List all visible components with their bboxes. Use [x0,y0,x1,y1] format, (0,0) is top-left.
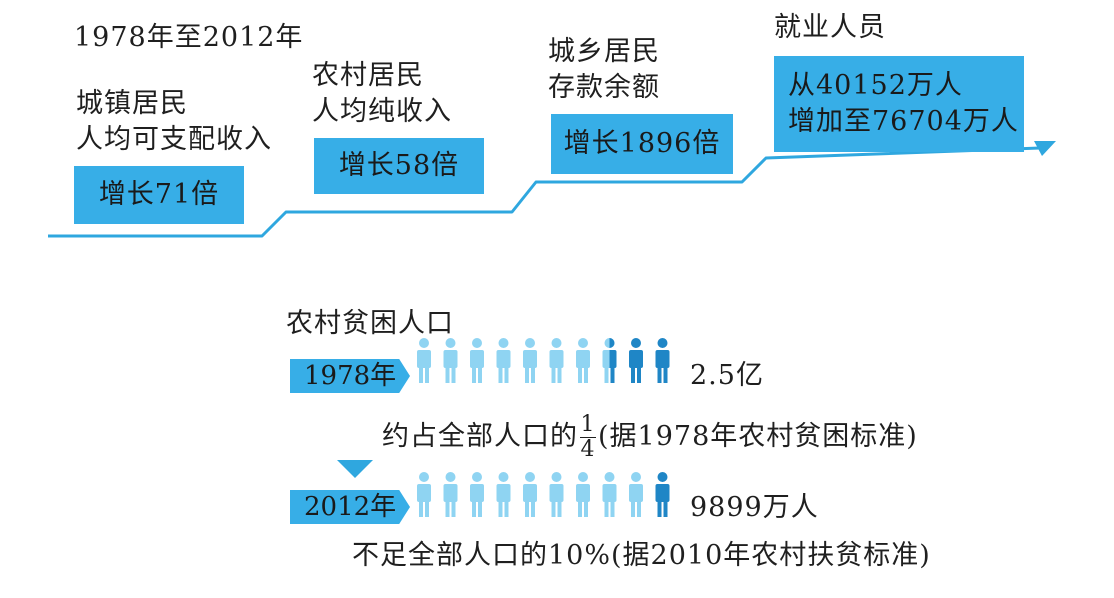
step-1-label-line-2: 人均可支配收入 [76,124,272,155]
fraction-denominator: 4 [580,437,596,462]
step-2-value-box: 增长58倍 [314,138,484,194]
note1-prefix: 约占全部人口的 [382,421,578,452]
person-figure-icon [470,338,484,383]
figure-row-2012 [417,472,670,517]
step-4-value-box: 从40152万人 增加至76704万人 [774,56,1024,152]
poverty-1978-value: 2.5亿 [690,360,764,391]
period-heading: 1978年至2012年 [74,22,304,53]
person-figure-icon [523,338,537,383]
person-figure-icon [629,338,643,383]
step-4-value-line-1: 从40152万人 [788,70,963,101]
person-figure-icon [496,338,511,383]
person-figure-icon [576,338,590,383]
poverty-2012-note: 不足全部人口的10%(据2010年农村扶贫标准) [352,540,931,571]
step-4-label-line-1: 就业人员 [774,12,886,43]
step-3-value-box: 增长1896倍 [551,114,733,174]
year-tag-2012: 2012年 [290,490,410,524]
poverty-2012-value: 9899万人 [690,492,819,523]
person-figure-icon [417,338,431,383]
person-figure-icon [523,472,537,517]
person-figure-half-icon [609,338,617,383]
person-figure-icon [602,472,617,517]
down-arrow-icon [337,460,373,478]
step-3-label-line-2: 存款余额 [548,72,660,103]
step-1-label-line-1: 城镇居民 [76,88,188,119]
poverty-title: 农村贫困人口 [286,308,454,339]
step-4-label: 就业人员 [774,10,886,46]
figure-row-1978 [417,338,670,383]
person-figure-icon [629,472,643,517]
step-1-value-box: 增长71倍 [74,166,244,224]
step-2-label: 农村居民 人均纯收入 [312,58,452,130]
step-1-label: 城镇居民 人均可支配收入 [76,86,272,158]
step-2-label-line-2: 人均纯收入 [312,96,452,127]
step-3-label: 城乡居民 存款余额 [548,34,660,106]
step-3-value: 增长1896倍 [563,128,721,159]
step-2-label-line-1: 农村居民 [312,60,424,91]
person-figure-icon [496,472,511,517]
fraction-numerator: 1 [580,412,596,437]
person-figure-icon [443,472,458,517]
step-3-label-line-1: 城乡居民 [548,36,660,67]
person-figure-icon [549,472,564,517]
step-2-value: 增长58倍 [338,150,460,181]
person-figure-icon [443,338,458,383]
person-figure-icon [549,338,564,383]
step-1-value: 增长71倍 [98,179,220,210]
note1-suffix: (据1978年农村贫困标准) [598,421,918,452]
arrow-head-icon [1034,141,1056,156]
year-tag-1978: 1978年 [290,359,410,393]
person-figure-icon [470,472,484,517]
step-4-value-line-2: 增加至76704万人 [788,106,1019,137]
person-figure-icon [417,472,431,517]
person-figure-icon [576,472,590,517]
person-figure-icon [655,472,670,517]
person-figure-icon [655,338,670,383]
